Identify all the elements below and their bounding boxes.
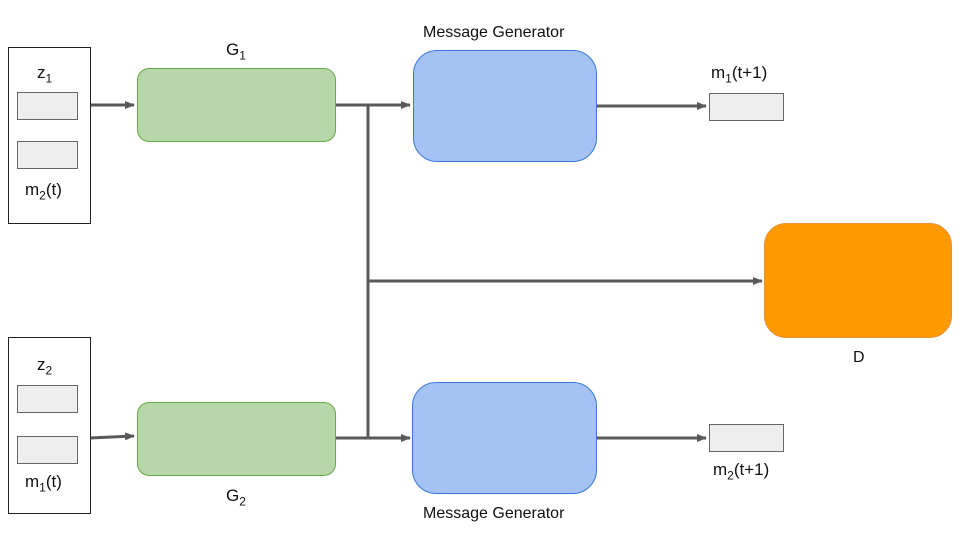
m1-t1-label: m1(t+1) bbox=[711, 63, 768, 86]
message-generator-2 bbox=[412, 382, 597, 494]
message-generator-2-label: Message Generator bbox=[423, 505, 565, 522]
g1-label: G1 bbox=[226, 40, 246, 63]
generator-g1 bbox=[137, 68, 336, 142]
discriminator-label: D bbox=[853, 349, 865, 366]
message-generator-1-label: Message Generator bbox=[423, 24, 565, 41]
message-generator-1 bbox=[413, 50, 597, 162]
agent2-input-panel bbox=[8, 337, 91, 514]
generator-g2 bbox=[137, 402, 336, 476]
m2-t-label: m2(t) bbox=[25, 180, 62, 203]
m1-t-label: m1(t) bbox=[25, 472, 62, 495]
m2-t-slot bbox=[17, 141, 78, 169]
agent1-input-panel bbox=[8, 47, 91, 224]
arrow-input2-to-g2 bbox=[89, 432, 135, 441]
z1-label: z1 bbox=[37, 63, 53, 86]
m2-t1-label: m2(t+1) bbox=[713, 460, 770, 483]
z2-label: z2 bbox=[37, 355, 53, 378]
z2-slot bbox=[17, 385, 78, 413]
m1-t-slot bbox=[17, 436, 78, 464]
z1-slot bbox=[17, 92, 78, 120]
discriminator-d bbox=[764, 223, 952, 338]
m2-t1-slot bbox=[709, 424, 784, 452]
m1-t1-slot bbox=[709, 93, 784, 121]
g2-label: G2 bbox=[226, 486, 246, 509]
